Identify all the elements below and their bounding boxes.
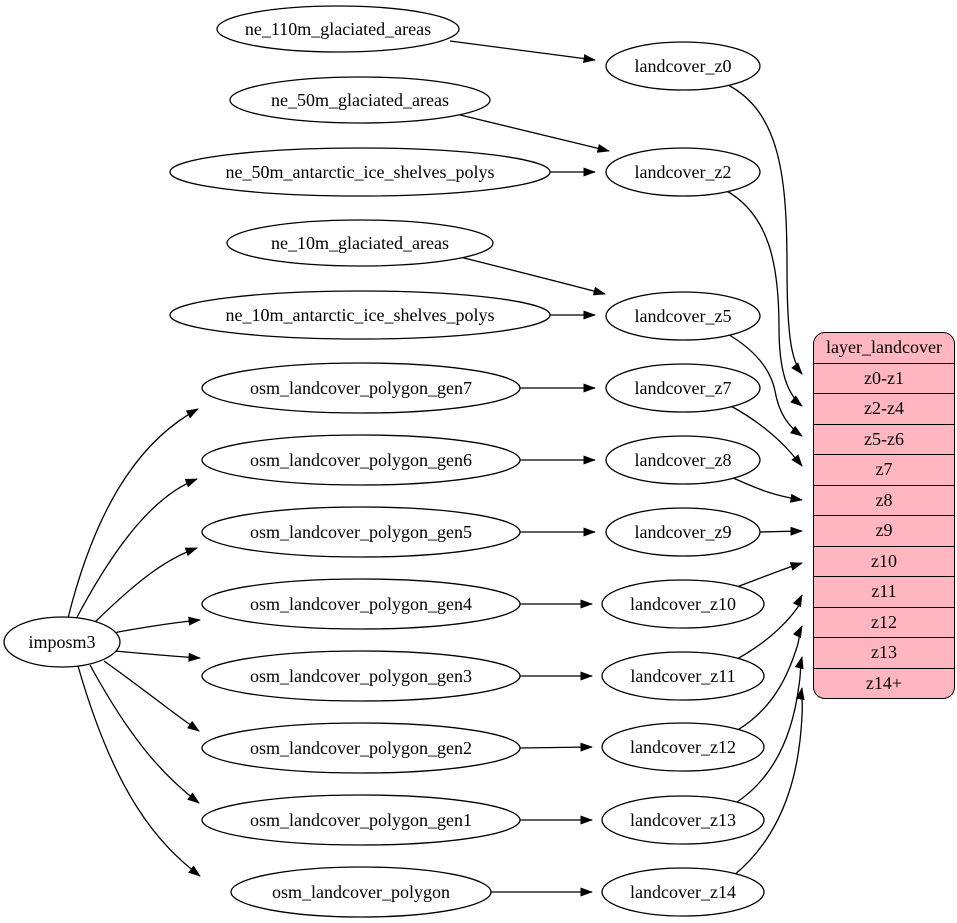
- table-row-z12: z12: [814, 606, 954, 638]
- edge-ne_50m_glaciated_areas-landcover_z2: [451, 112, 610, 153]
- edge-landcover_z9-row-z9: [759, 526, 803, 536]
- node-label: ne_10m_glaciated_areas: [271, 233, 449, 253]
- node-label: landcover_z10: [630, 594, 736, 614]
- edge-imposm3-osm_landcover_polygon_gen5: [92, 547, 198, 625]
- node-label: osm_landcover_polygon_gen7: [250, 378, 472, 398]
- node-osm_landcover_polygon_gen1: osm_landcover_polygon_gen1: [201, 794, 521, 846]
- node-layer: ne_110m_glaciated_areas ne_50m_glaciated…: [3, 5, 765, 918]
- node-label: landcover_z13: [630, 810, 736, 830]
- node-label: landcover_z0: [635, 56, 732, 76]
- edge-layer: [67, 40, 805, 897]
- node-landcover_z7: landcover_z7: [605, 363, 761, 413]
- table-row-z7: z7: [814, 454, 954, 485]
- node-imposm3: imposm3: [3, 616, 121, 668]
- edge-landcover_z12-row-z12: [735, 625, 803, 732]
- node-label: landcover_z14: [630, 882, 736, 902]
- node-label: ne_110m_glaciated_areas: [245, 19, 431, 39]
- edge-landcover_z11-row-z11: [736, 594, 803, 660]
- node-landcover_z8: landcover_z8: [605, 435, 761, 485]
- edge-landcover_z0-row-z0-z1: [727, 84, 803, 375]
- node-ne_110m_glaciated_areas: ne_110m_glaciated_areas: [216, 5, 460, 53]
- node-osm_landcover_polygon: osm_landcover_polygon: [230, 866, 492, 918]
- node-landcover_z12: landcover_z12: [601, 722, 765, 772]
- node-osm_landcover_polygon_gen5: osm_landcover_polygon_gen5: [201, 506, 521, 558]
- edge-ne_110m_glaciated_areas-landcover_z0: [449, 40, 596, 64]
- node-label: osm_landcover_polygon_gen2: [250, 738, 472, 758]
- edge-landcover_z14-row-z14: [732, 687, 805, 877]
- node-label: osm_landcover_polygon_gen3: [250, 666, 472, 686]
- table-row-z0-z1: z0-z1: [814, 362, 954, 394]
- node-label: ne_50m_antarctic_ice_shelves_polys: [226, 162, 495, 182]
- node-landcover_z14: landcover_z14: [601, 867, 765, 917]
- node-label: ne_50m_glaciated_areas: [271, 90, 449, 110]
- node-label: osm_landcover_polygon_gen1: [250, 810, 472, 830]
- edge-landcover_z7-row-z7: [728, 404, 803, 467]
- edge-landcover_z5-row-z5-z6: [725, 332, 803, 437]
- node-label: imposm3: [28, 632, 95, 652]
- edge-imposm3-osm_landcover_polygon_gen1: [89, 664, 200, 804]
- node-label: osm_landcover_polygon_gen5: [250, 522, 472, 542]
- node-label: landcover_z9: [635, 522, 732, 542]
- node-landcover_z11: landcover_z11: [601, 651, 765, 701]
- node-label: landcover_z5: [635, 306, 732, 326]
- table-row-z13: z13: [814, 637, 954, 668]
- node-label: osm_landcover_polygon_gen6: [250, 450, 472, 470]
- edge-imposm3-osm_landcover_polygon_gen4: [112, 616, 201, 634]
- table-title: layer_landcover: [826, 337, 942, 358]
- node-ne_50m_antarctic_ice_shelves_polys: ne_50m_antarctic_ice_shelves_polys: [169, 147, 551, 197]
- node-ne_50m_glaciated_areas: ne_50m_glaciated_areas: [229, 76, 491, 124]
- node-label: landcover_z12: [630, 737, 736, 757]
- table-row-z5-z6: z5-z6: [814, 423, 954, 455]
- node-osm_landcover_polygon_gen2: osm_landcover_polygon_gen2: [201, 722, 521, 774]
- edge-imposm3-osm_landcover_polygon_gen2: [103, 660, 200, 732]
- edge-osm_landcover_polygon_gen2-landcover_z12: [519, 742, 593, 752]
- node-label: landcover_z8: [635, 450, 732, 470]
- node-label: landcover_z7: [635, 378, 732, 398]
- node-ne_10m_glaciated_areas: ne_10m_glaciated_areas: [226, 219, 494, 267]
- edge-imposm3-osm_landcover_polygon_gen7: [67, 408, 199, 619]
- node-osm_landcover_polygon_gen7: osm_landcover_polygon_gen7: [201, 362, 521, 414]
- node-osm_landcover_polygon_gen6: osm_landcover_polygon_gen6: [201, 434, 521, 486]
- node-label: osm_landcover_polygon: [272, 882, 450, 902]
- node-label: landcover_z2: [635, 162, 732, 182]
- node-landcover_z5: landcover_z5: [605, 291, 761, 341]
- edge-ne_10m_glaciated_areas-landcover_z5: [455, 255, 606, 296]
- table-row-z11: z11: [814, 576, 954, 607]
- node-landcover_z13: landcover_z13: [601, 795, 765, 845]
- node-osm_landcover_polygon_gen3: osm_landcover_polygon_gen3: [201, 650, 521, 702]
- layer-landcover-table: layer_landcover z0-z1 z2-z4 z5-z6 z7 z8 …: [813, 332, 955, 699]
- edge-imposm3-osm_landcover_polygon_gen3: [114, 650, 201, 662]
- node-ne_10m_antarctic_ice_shelves_polys: ne_10m_antarctic_ice_shelves_polys: [169, 290, 551, 340]
- table-row-z2-z4: z2-z4: [814, 393, 954, 424]
- table-row-z9: z9: [814, 515, 954, 546]
- table-row-z10: z10: [814, 545, 954, 577]
- edge-landcover_z2-row-z2-z4: [724, 189, 803, 407]
- edge-imposm3-osm_landcover_polygon_gen6: [75, 478, 198, 620]
- node-landcover_z10: landcover_z10: [601, 579, 765, 629]
- node-label: ne_10m_antarctic_ice_shelves_polys: [226, 305, 495, 325]
- edge-landcover_z10-row-z10: [733, 562, 803, 589]
- node-landcover_z9: landcover_z9: [605, 507, 761, 557]
- edge-landcover_z8-row-z8: [730, 476, 803, 503]
- node-label: osm_landcover_polygon_gen4: [250, 594, 472, 614]
- table-row-z14: z14+: [814, 667, 954, 699]
- node-label: landcover_z11: [630, 666, 735, 686]
- node-osm_landcover_polygon_gen4: osm_landcover_polygon_gen4: [201, 578, 521, 630]
- table-row-z8: z8: [814, 484, 954, 516]
- node-landcover_z0: landcover_z0: [605, 41, 761, 91]
- node-landcover_z2: landcover_z2: [605, 147, 761, 197]
- edge-imposm3-osm_landcover_polygon: [77, 665, 201, 877]
